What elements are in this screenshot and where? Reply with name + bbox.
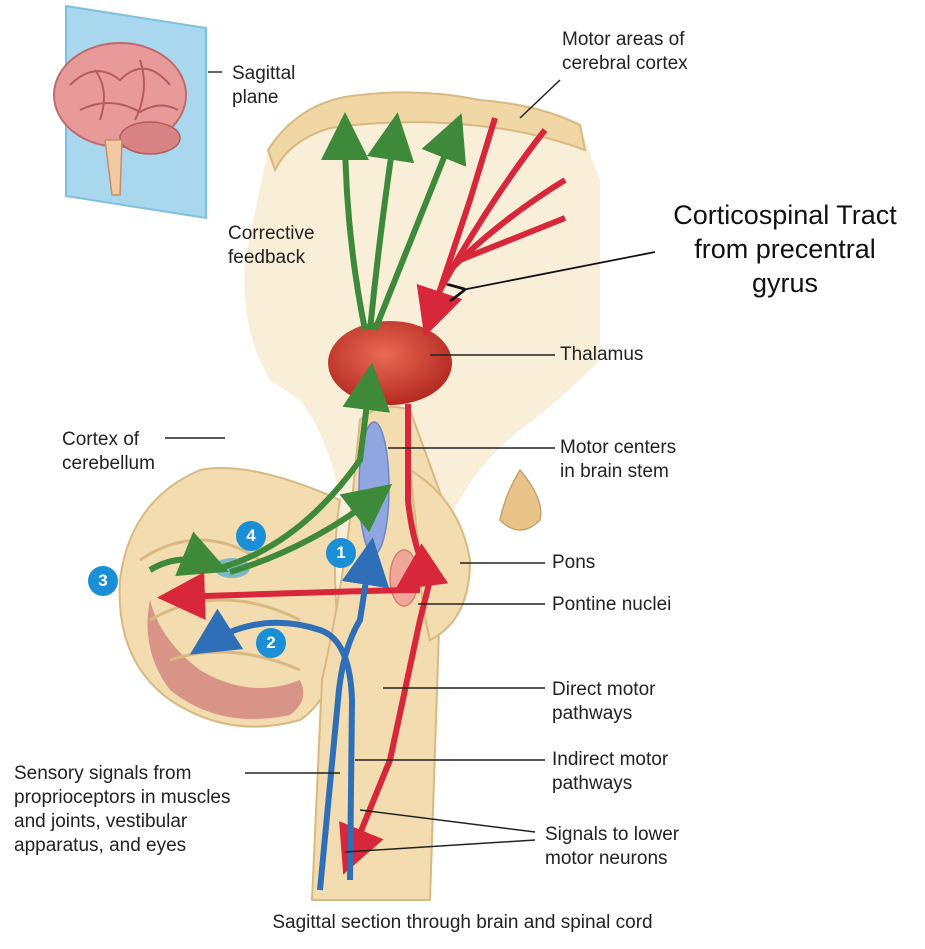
label-motor-areas: Motor areas of cerebral cortex	[562, 28, 688, 76]
figure-caption: Sagittal section through brain and spina…	[0, 912, 925, 934]
label-cortex-of-cerebellum: Cortex of cerebellum	[62, 428, 155, 476]
label-sensory-signals: Sensory signals from proprioceptors in m…	[14, 762, 230, 858]
thalamus-shape	[328, 321, 452, 405]
label-thalamus: Thalamus	[560, 343, 643, 367]
badge-1: 1	[326, 538, 356, 568]
label-motor-centers: Motor centers in brain stem	[560, 436, 676, 484]
badge-3: 3	[88, 566, 118, 596]
label-corticospinal-tract: Corticospinal Tract from precentral gyru…	[650, 198, 920, 300]
label-pons: Pons	[552, 551, 595, 575]
label-sagittal-plane: Sagittal plane	[232, 62, 295, 110]
label-pontine-nuclei: Pontine nuclei	[552, 593, 671, 617]
label-indirect-motor-pathways: Indirect motor pathways	[552, 748, 668, 796]
sagittal-plane-thumbnail	[54, 6, 206, 218]
label-corrective-feedback: Corrective feedback	[228, 222, 315, 270]
badge-2: 2	[256, 628, 286, 658]
label-direct-motor-pathways: Direct motor pathways	[552, 678, 655, 726]
badge-4: 4	[236, 521, 266, 551]
label-signals-lower-motor-neurons: Signals to lower motor neurons	[545, 823, 679, 871]
